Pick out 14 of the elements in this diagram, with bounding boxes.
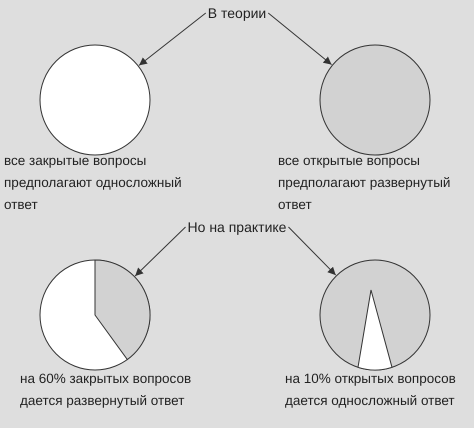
caption-text: все закрытые вопросы предполагают односложный ответ bbox=[4, 152, 183, 214]
pie-drawing bbox=[319, 259, 431, 371]
arrow bbox=[288, 226, 336, 276]
arrow bbox=[138, 12, 206, 66]
heading-text: Но на практике bbox=[188, 219, 286, 235]
circle bbox=[39, 44, 151, 156]
arrow bbox=[134, 226, 186, 276]
circle bbox=[319, 44, 431, 156]
caption-text: на 10% открытых вопросов дается односложный ответ bbox=[285, 370, 457, 410]
caption-text: на 60% закрытых вопросов дается развернутый ответ bbox=[20, 370, 192, 410]
arrow bbox=[268, 12, 332, 66]
caption-text: все открытые вопросы предполагают развернутый ответ bbox=[278, 152, 452, 214]
pie-drawing bbox=[39, 259, 151, 371]
heading-text: В теории bbox=[208, 5, 266, 21]
